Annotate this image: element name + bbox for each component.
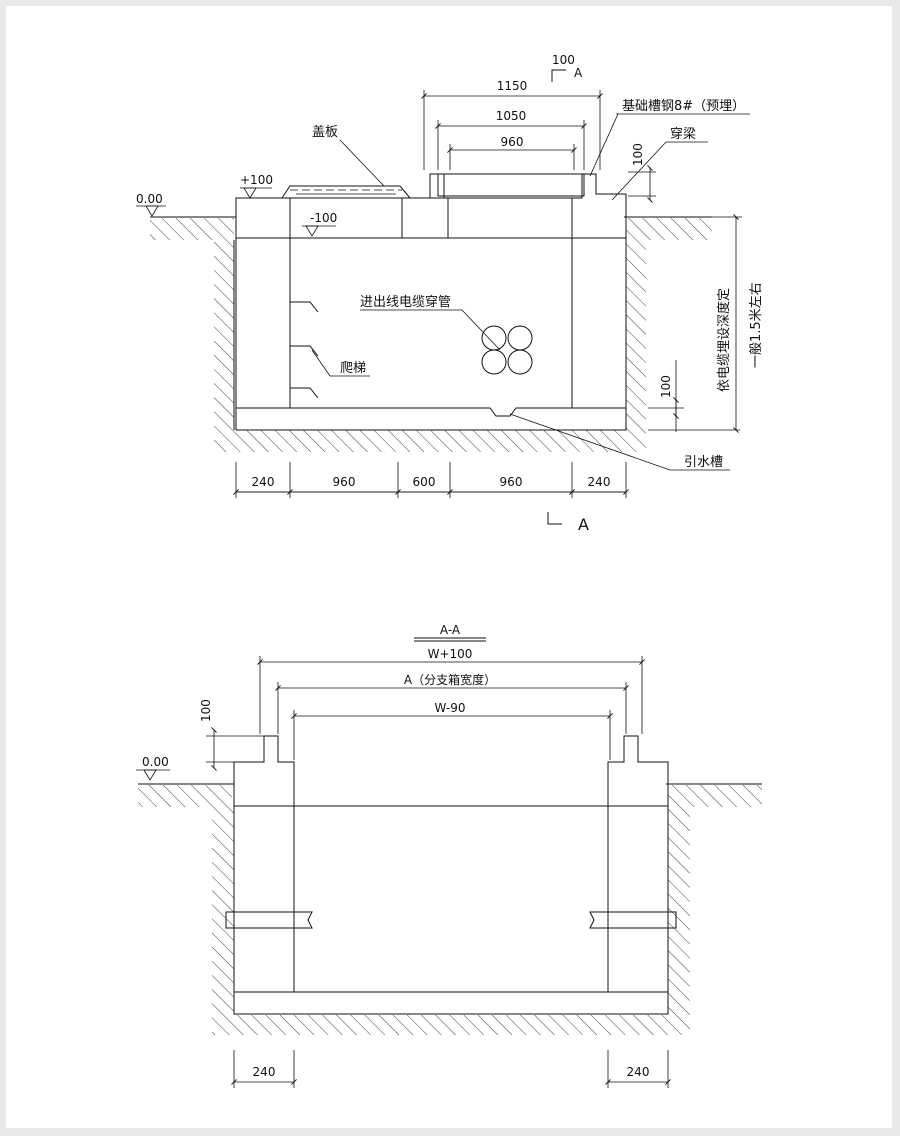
- leader-jichu: [589, 113, 619, 177]
- brick-wall-left-2: [233, 805, 295, 993]
- level-ground: 0.00: [136, 192, 166, 217]
- dim-top-1050: 1050: [435, 109, 587, 170]
- leader-cable: [461, 309, 501, 351]
- dim-bottom-section: 240 240: [231, 1050, 671, 1088]
- svg-text:960: 960: [501, 135, 524, 149]
- svg-text:A-A: A-A: [440, 623, 461, 637]
- soil-hatch-right-3: [668, 807, 690, 1015]
- label-gaiban: 盖板: [312, 125, 338, 140]
- cover-plate: [281, 185, 411, 199]
- svg-text:1150: 1150: [497, 79, 528, 93]
- svg-text:+100: +100: [240, 173, 273, 187]
- dim-100-top: 100: [628, 143, 656, 203]
- dim-depth: 依电缆埋设深度定 一般1.5米左右: [712, 214, 764, 433]
- svg-text:A（分支箱宽度）: A（分支箱宽度）: [404, 672, 496, 687]
- dim-100-floor: 100: [648, 360, 740, 432]
- ladder: [290, 301, 319, 399]
- svg-text:W+100: W+100: [428, 647, 473, 661]
- dim-100-section: 100: [199, 699, 264, 771]
- section-view: A-A 0.00: [136, 623, 762, 1088]
- svg-text:600: 600: [413, 475, 436, 489]
- pipe-sleeve-left: [225, 911, 313, 929]
- brick-wall-left: [235, 237, 291, 409]
- svg-text:0.00: 0.00: [142, 755, 169, 769]
- svg-text:100: 100: [552, 53, 575, 67]
- section-mark-bottom: A: [547, 512, 589, 534]
- floor-slab: [235, 407, 627, 431]
- svg-text:240: 240: [588, 475, 611, 489]
- svg-text:A: A: [578, 515, 589, 534]
- level-plus: +100: [240, 173, 273, 199]
- svg-text:A: A: [574, 66, 583, 80]
- svg-text:960: 960: [333, 475, 356, 489]
- svg-text:-100: -100: [310, 211, 337, 225]
- dim-bottom-chain: 240 960 600 960 240: [233, 462, 629, 498]
- dim-top-960: 960: [447, 135, 577, 170]
- drawing-sheet: 盖板 基础槽钢8#（预埋） 穿梁 进出线电缆穿管 爬梯 引水槽 0.00 +10…: [6, 6, 892, 1128]
- soil-hatch-left-3: [212, 807, 234, 1015]
- soil-hatch-left-2: [138, 785, 232, 807]
- label-cable: 进出线电缆穿管: [360, 294, 451, 310]
- label-jichu: 基础槽钢8#（预埋）: [622, 99, 745, 114]
- svg-text:240: 240: [627, 1065, 650, 1079]
- svg-text:0.00: 0.00: [136, 192, 163, 206]
- pipe-sleeve-right: [589, 911, 677, 929]
- svg-text:100: 100: [631, 143, 645, 166]
- cap-left: [233, 735, 295, 807]
- level-ground-2: 0.00: [136, 755, 170, 781]
- beam-middle: [401, 197, 449, 239]
- leader-ladder: [311, 349, 331, 377]
- label-depth-1: 依电缆埋设深度定: [716, 288, 732, 392]
- soil-hatch-right-2: [668, 785, 762, 807]
- svg-text:100: 100: [659, 375, 673, 398]
- svg-text:100: 100: [199, 699, 213, 722]
- svg-text:240: 240: [252, 475, 275, 489]
- cable-pipes: [481, 325, 533, 375]
- dim-top-1150: 1150: [421, 79, 603, 170]
- dim-w-minus-90: W-90: [291, 701, 613, 760]
- beam-right: [571, 173, 627, 239]
- leader-gaiban: [339, 139, 385, 187]
- svg-text:240: 240: [253, 1065, 276, 1079]
- channel-steel: [437, 173, 585, 197]
- label-ladder: 爬梯: [340, 361, 366, 376]
- dim-w-plus-100: W+100: [257, 647, 645, 734]
- leader-drain: [509, 413, 671, 471]
- cap-right: [607, 735, 669, 807]
- floor-slab-2: [233, 991, 669, 1015]
- soil-hatch-right: [624, 216, 712, 430]
- brick-wall-right: [571, 237, 627, 409]
- plan-view: 盖板 基础槽钢8#（预埋） 穿梁 进出线电缆穿管 爬梯 引水槽 0.00 +10…: [136, 53, 764, 534]
- brick-wall-right-2: [607, 805, 669, 993]
- soil-hatch-bottom: [214, 430, 646, 452]
- beam-middle-lip: [429, 173, 445, 199]
- soil-hatch-left: [150, 216, 236, 430]
- level-minus: -100: [302, 211, 337, 237]
- soil-hatch-bottom-2: [212, 1015, 690, 1035]
- label-chuanliang: 穿梁: [670, 126, 696, 142]
- section-title: A-A: [414, 623, 486, 642]
- dim-a-width: A（分支箱宽度）: [275, 672, 629, 734]
- svg-text:1050: 1050: [496, 109, 527, 123]
- section-mark-top: 100 A: [551, 53, 583, 82]
- svg-text:W-90: W-90: [435, 701, 466, 715]
- label-depth-2: 一般1.5米左右: [748, 282, 764, 368]
- drawing-canvas: 盖板 基础槽钢8#（预埋） 穿梁 进出线电缆穿管 爬梯 引水槽 0.00 +10…: [136, 53, 764, 1088]
- beam-left: [235, 197, 291, 239]
- svg-text:960: 960: [500, 475, 523, 489]
- leader-chuanliang: [611, 141, 667, 201]
- label-drain: 引水槽: [684, 455, 723, 470]
